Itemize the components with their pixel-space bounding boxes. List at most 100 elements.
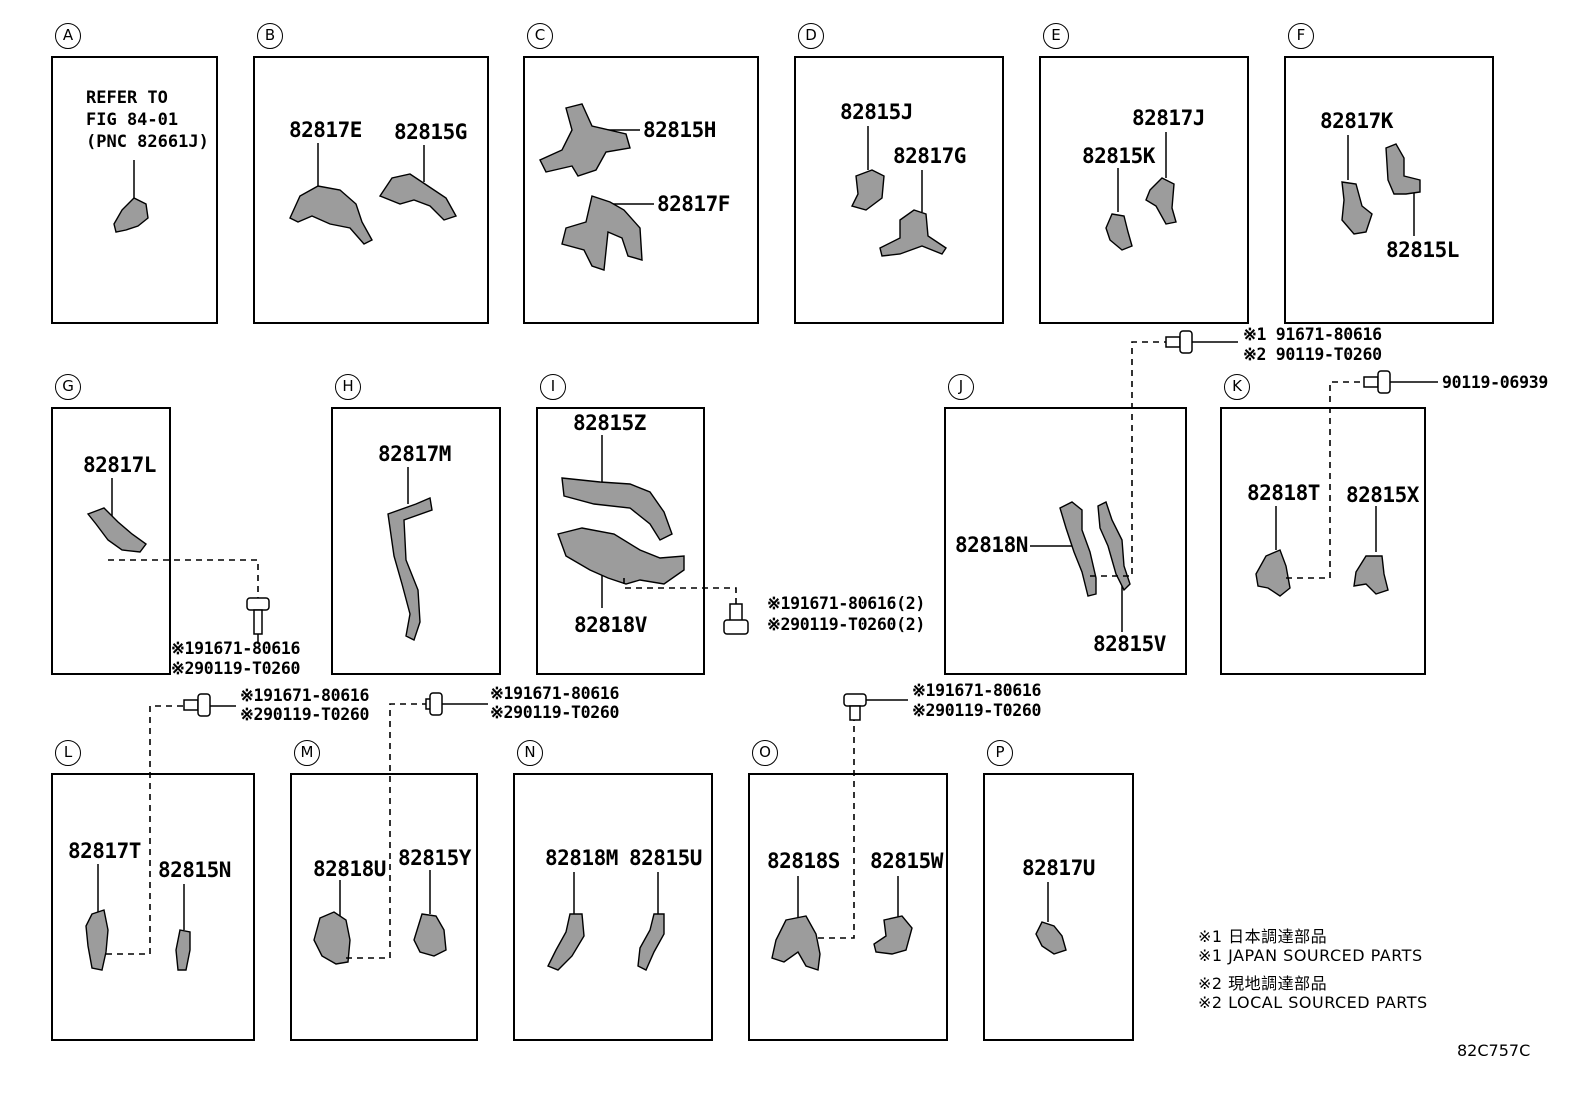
part-82815w-icon (873, 876, 913, 955)
part-82815l-icon (1385, 143, 1421, 236)
part-number-label: 82817L (83, 453, 156, 477)
part-number-label: 82817U (1022, 856, 1095, 880)
panel-badge-d: D (798, 23, 824, 49)
part-number-label: 82817E (289, 118, 362, 142)
panel-badge-p: P (987, 740, 1013, 766)
part-number-label: 82815W (870, 849, 943, 873)
panel-e (1039, 56, 1249, 324)
part-82817m-icon (387, 467, 433, 641)
panel-badge-f: F (1288, 23, 1314, 49)
part-82817k-icon (1341, 135, 1373, 235)
part-82815n-icon (175, 884, 191, 971)
refer-note-line-3: (PNC 82661J) (86, 132, 209, 152)
legend-line: ※2 LOCAL SOURCED PARTS (1198, 993, 1428, 1012)
diagram-code: 82C757C (1457, 1041, 1531, 1060)
bolt-i-icon (723, 603, 749, 635)
part-82817g-icon (879, 170, 947, 257)
part-number-label: 82818U (313, 857, 386, 881)
panel-m (290, 773, 478, 1041)
part-82818t-icon (1255, 506, 1291, 597)
panel-b (253, 56, 489, 324)
panel-badge-i: I (540, 374, 566, 400)
part-82817l-icon (86, 478, 147, 553)
refer-note-line-1: REFER TO (86, 88, 168, 108)
panel-badge-h: H (335, 374, 361, 400)
fastener-callout: ※191671-80616(2) (767, 594, 926, 613)
part-82815z-icon (561, 435, 673, 541)
part-82818s-icon (771, 876, 821, 971)
part-82815y-icon (413, 870, 447, 957)
part-number-label: 82818V (574, 613, 647, 637)
part-number-label: 82815V (1093, 632, 1166, 656)
legend-line: ※2 現地調達部品 (1198, 974, 1328, 993)
part-82817e-icon (289, 143, 373, 245)
bolt-k-icon (1363, 370, 1391, 394)
panel-badge-g: G (55, 374, 81, 400)
part-number-label: 82815U (629, 846, 702, 870)
fastener-callout: ※290119-T0260 (240, 705, 370, 724)
part-number-label: 82815Y (398, 846, 471, 870)
bolt-g-icon (246, 597, 270, 635)
fastener-callout: ※191671-80616 (240, 686, 370, 705)
panel-k (1220, 407, 1426, 675)
part-number-label: 82818T (1247, 481, 1320, 505)
part-number-label: 82818S (767, 849, 840, 873)
part-82815h-icon (539, 103, 640, 177)
bolt-m-icon (425, 692, 443, 716)
part-82815u-icon (637, 872, 665, 971)
part-82815g-icon (378, 145, 458, 221)
panel-f (1284, 56, 1494, 324)
part-82817u-icon (1035, 882, 1067, 955)
part-82815k-icon (1105, 168, 1133, 251)
panel-badge-o: O (752, 740, 778, 766)
fastener-callout: ※290119-T0260(2) (767, 615, 926, 634)
panel-o (748, 773, 948, 1041)
panel-n (513, 773, 713, 1041)
part-82817f-icon (561, 195, 654, 271)
part-82817t-icon (85, 864, 109, 971)
part-82817j-icon (1145, 132, 1177, 225)
bolt-l-icon (183, 693, 211, 717)
panel-badge-k: K (1224, 374, 1250, 400)
fastener-callout: ※1 91671-80616 (1243, 325, 1382, 344)
part-82818m-icon (547, 872, 585, 971)
part-number-label: 82815H (643, 118, 716, 142)
panel-badge-c: C (527, 23, 553, 49)
fastener-callout: ※290119-T0260 (912, 701, 1042, 720)
part-number-label: 82817T (68, 839, 141, 863)
panel-badge-a: A (55, 23, 81, 49)
fastener-callout: 90119-06939 (1442, 373, 1548, 392)
bolt-o-icon (843, 693, 867, 721)
panel-badge-j: J (948, 374, 974, 400)
panel-badge-e: E (1043, 23, 1069, 49)
part-number-label: 82817G (893, 144, 966, 168)
part-number-label: 82815N (158, 858, 231, 882)
refer-note-line-2: FIG 84-01 (86, 110, 179, 130)
fastener-callout: ※191671-80616 (912, 681, 1042, 700)
part-82815x-icon (1353, 506, 1389, 595)
part-number-label: 82817M (378, 442, 451, 466)
part-82818v-icon (557, 527, 685, 608)
legend-line: ※1 JAPAN SOURCED PARTS (1198, 946, 1423, 965)
part-a-icon (113, 160, 149, 233)
fastener-callout: ※290119-T0260 (490, 703, 620, 722)
panel-badge-n: N (517, 740, 543, 766)
part-number-label: 82818N (955, 533, 1028, 557)
panel-badge-l: L (55, 740, 81, 766)
bolt-j-icon (1165, 330, 1193, 354)
panel-badge-m: M (294, 740, 320, 766)
part-82815j-icon (850, 126, 885, 211)
part-number-label: 82815L (1386, 238, 1459, 262)
part-number-label: 82815X (1346, 483, 1419, 507)
part-82815v-icon (1097, 501, 1131, 632)
fastener-callout: ※290119-T0260 (171, 659, 301, 678)
fastener-callout: ※2 90119-T0260 (1243, 345, 1382, 364)
part-number-label: 82815Z (573, 411, 646, 435)
part-number-label: 82817K (1320, 109, 1393, 133)
fastener-callout: ※191671-80616 (171, 639, 301, 658)
part-number-label: 82817J (1132, 106, 1205, 130)
panel-p (983, 773, 1134, 1041)
legend-line: ※1 日本調達部品 (1198, 927, 1328, 946)
panel-d (794, 56, 1004, 324)
panel-c (523, 56, 759, 324)
